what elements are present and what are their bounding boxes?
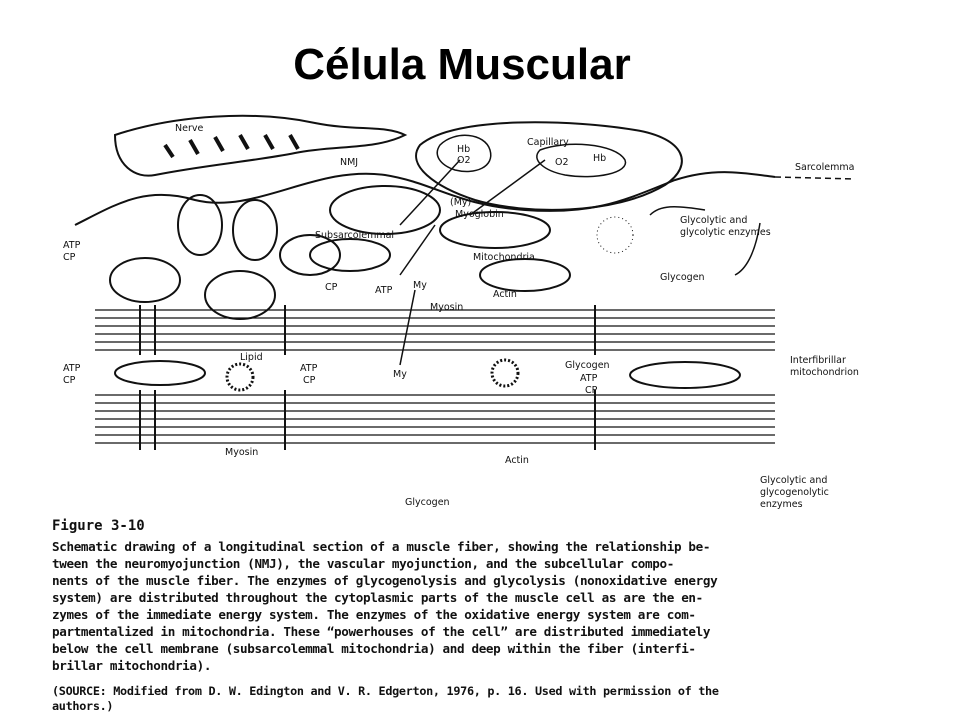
label-glycogen-right: Glycogen	[660, 272, 705, 283]
label-hb-left: Hb	[457, 144, 470, 155]
label-capillary: Capillary	[527, 137, 569, 148]
label-sarcolemma: Sarcolemma	[795, 162, 854, 173]
nerve-hatching	[163, 134, 300, 159]
mitochondrion-5	[309, 238, 391, 272]
label-my-mid: My	[393, 369, 407, 380]
interfibrillar-mito-right	[629, 361, 741, 389]
label-atp-mid-left: ATP	[63, 363, 81, 374]
slide-title: Célula Muscular	[293, 40, 631, 89]
figure-source: (SOURCE: Modified from D. W. Edington an…	[52, 684, 719, 713]
label-my-top: My	[413, 280, 427, 291]
label-glycolytic-top-1: Glycolytic and	[680, 215, 747, 226]
label-myosin-top: Myosin	[430, 302, 463, 313]
label-hb-right: Hb	[593, 153, 606, 164]
mitochondrion-3	[279, 234, 341, 276]
label-interfibrillar-1: Interfibrillar	[790, 355, 846, 366]
label-o2-right: O2	[555, 157, 569, 168]
diagram-svg: Nerve NMJ Capillary Hb O2 O2 Hb Sarcolem…	[63, 114, 859, 510]
figure-heading: Figure 3-10	[52, 518, 145, 534]
label-glycolytic-bottom-1: Glycolytic and	[760, 475, 827, 486]
lipid-droplet-left	[225, 362, 255, 392]
label-myosin-bottom: Myosin	[225, 447, 258, 458]
lipid-droplet-right	[490, 358, 520, 388]
label-cp-mid: CP	[303, 375, 316, 386]
label-interfibrillar-2: mitochondrion	[790, 367, 859, 378]
label-atp-mid-right: ATP	[580, 373, 598, 384]
nerve	[113, 114, 408, 177]
label-glycogen-bottom: Glycogen	[405, 497, 450, 508]
myofibril-bands-top	[95, 309, 775, 351]
mitochondrion-9	[232, 199, 278, 261]
label-lipid: Lipid	[240, 352, 263, 363]
figure-caption: Schematic drawing of a longitudinal sect…	[52, 539, 718, 673]
label-o2-left: O2	[457, 155, 471, 166]
label-glycolytic-bottom-2: glycogenolytic	[760, 487, 829, 498]
label-atp-top: ATP	[375, 285, 393, 296]
label-myoglobin: Myoglobin	[455, 209, 504, 220]
mitochondrion-4	[329, 185, 441, 235]
label-actin-top: Actin	[493, 289, 517, 300]
label-subsarcolemmal: Subsarcolemmal	[315, 230, 394, 241]
mitochondrion-2	[204, 270, 276, 320]
interfibrillar-mito-left	[114, 360, 206, 386]
myofibril-bands-bottom	[95, 394, 775, 444]
red-cell-right	[536, 143, 626, 178]
label-cp-mid-right: CP	[585, 385, 598, 396]
label-cp-top: CP	[325, 282, 338, 293]
label-mitochondria: Mitochondria	[473, 252, 535, 263]
mitochondrion-7	[479, 258, 571, 292]
label-atp-mid: ATP	[300, 363, 318, 374]
label-glycolytic-bottom-3: enzymes	[760, 499, 803, 510]
glycogen-granules-top	[596, 216, 634, 254]
label-cp-top-left: CP	[63, 252, 76, 263]
sarcolemma-pointer	[774, 176, 856, 180]
z-lines	[139, 305, 596, 450]
label-actin-bottom: Actin	[505, 455, 529, 466]
label-glycogen-mid: Glycogen	[565, 360, 610, 371]
label-nmj: NMJ	[340, 157, 358, 168]
label-nerve: Nerve	[175, 123, 203, 134]
oxygen-arrows	[399, 159, 761, 366]
mitochondrion-1	[109, 257, 181, 303]
mitochondrion-8	[177, 194, 223, 256]
label-cp-mid-left: CP	[63, 375, 76, 386]
label-atp-top-left: ATP	[63, 240, 81, 251]
muscle-fiber-diagram: Nerve NMJ Capillary Hb O2 O2 Hb Sarcolem…	[55, 105, 920, 520]
figure-caption-block: Figure 3-10 Schematic drawing of a longi…	[52, 518, 932, 714]
mitochondrion-6	[439, 211, 551, 249]
label-glycolytic-top-2: glycolytic enzymes	[680, 227, 771, 238]
label-my-paren: (My)	[450, 197, 471, 208]
red-cell-left	[436, 134, 492, 173]
